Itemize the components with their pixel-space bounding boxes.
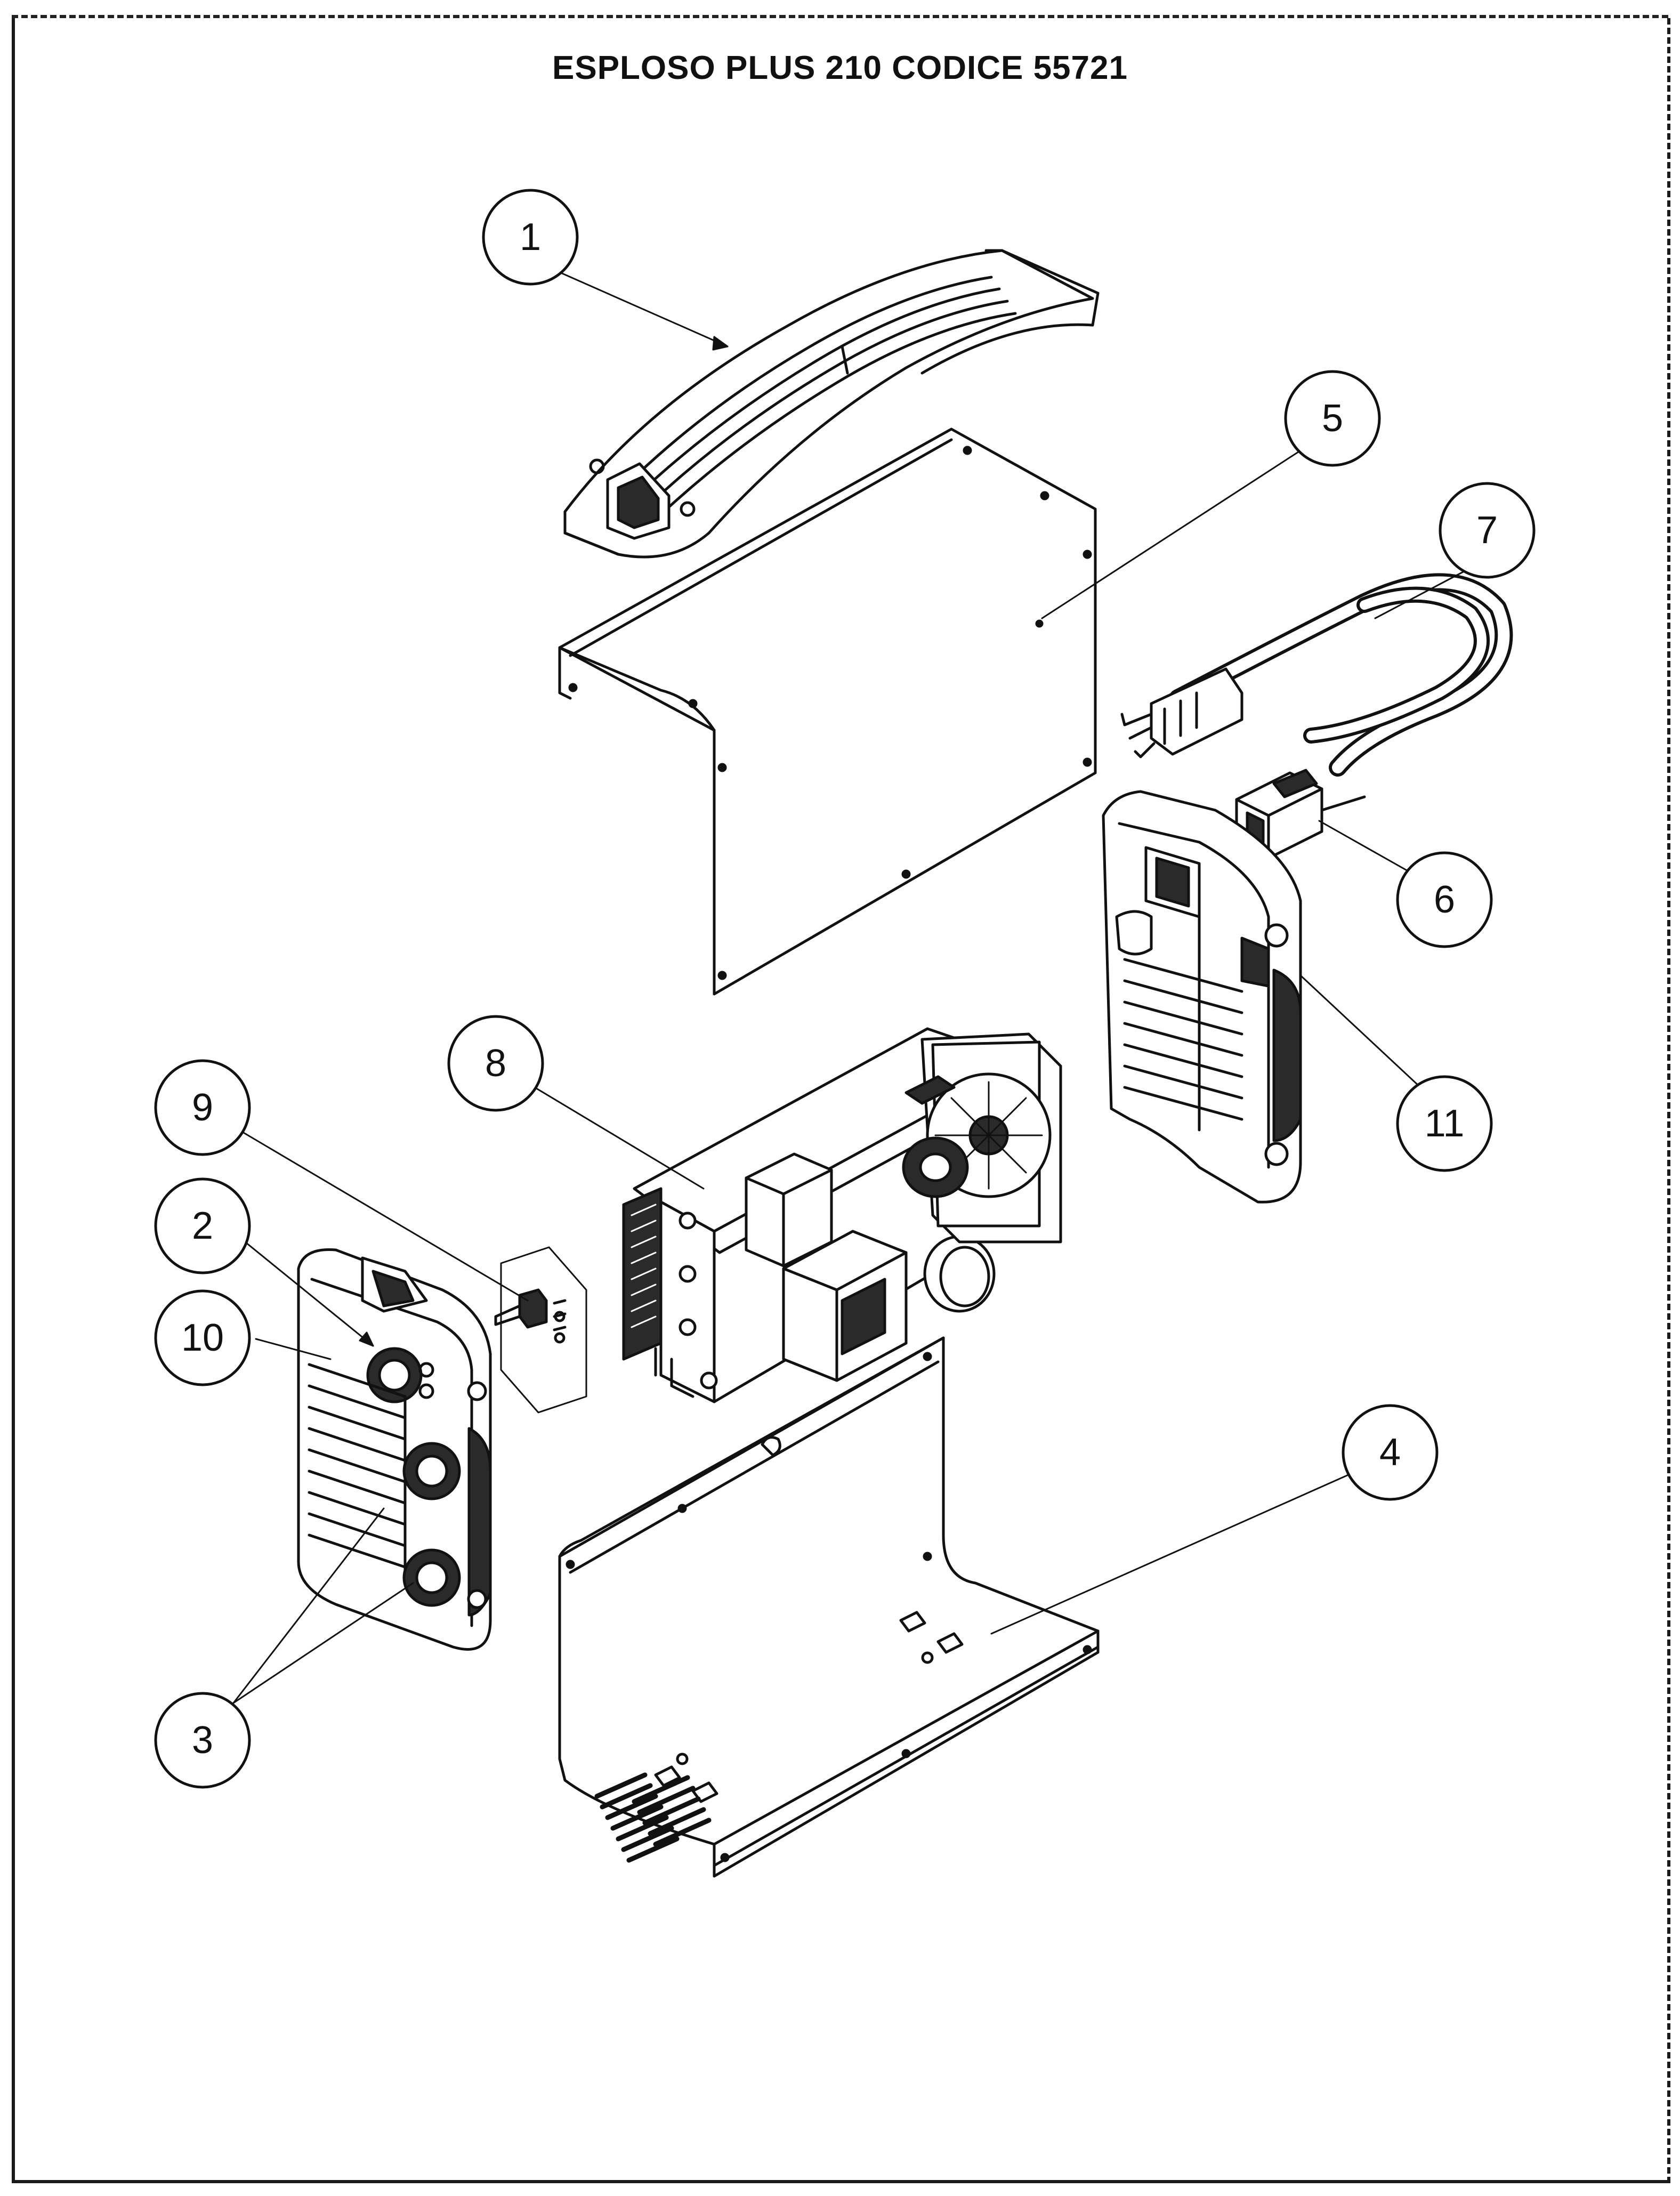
callout-label-8: 8 <box>485 1042 506 1085</box>
callout-1: 1 <box>482 189 579 286</box>
callout-11: 11 <box>1396 1075 1493 1172</box>
rear-switch-part <box>1235 769 1366 860</box>
rear-panel-part <box>1102 790 1302 1204</box>
callout-10: 10 <box>154 1289 251 1386</box>
callout-9: 9 <box>154 1059 251 1156</box>
callout-4: 4 <box>1342 1404 1439 1501</box>
callout-label-1: 1 <box>520 216 541 259</box>
callout-8: 8 <box>447 1015 544 1112</box>
callout-label-3: 3 <box>192 1719 213 1762</box>
diagram-title: ESPLOSO PLUS 210 CODICE 55721 <box>552 50 1128 86</box>
callout-label-7: 7 <box>1476 509 1498 552</box>
callout-label-2: 2 <box>192 1205 213 1247</box>
callout-7: 7 <box>1439 482 1536 579</box>
upper-cover-part <box>558 427 1097 996</box>
callout-3: 3 <box>154 1692 251 1789</box>
callout-label-11: 11 <box>1425 1102 1465 1145</box>
front-panel-part <box>297 1248 492 1651</box>
main-board-part <box>622 1027 1062 1403</box>
callout-6: 6 <box>1396 851 1493 948</box>
callout-5: 5 <box>1284 370 1381 467</box>
potentiometer-part <box>494 1246 587 1414</box>
handle-part <box>563 249 1100 559</box>
callout-label-4: 4 <box>1379 1431 1401 1474</box>
leader-lines <box>232 271 1473 1704</box>
sheet-frame <box>12 18 1670 2183</box>
sheet-frame-top <box>12 15 1668 18</box>
callout-label-10: 10 <box>181 1317 224 1359</box>
callout-2: 2 <box>154 1177 251 1274</box>
callout-label-9: 9 <box>192 1086 213 1129</box>
base-chassis-part <box>558 1336 1100 1878</box>
callout-label-5: 5 <box>1322 397 1343 440</box>
callout-label-6: 6 <box>1434 878 1455 921</box>
power-cable-part <box>1120 573 1513 777</box>
